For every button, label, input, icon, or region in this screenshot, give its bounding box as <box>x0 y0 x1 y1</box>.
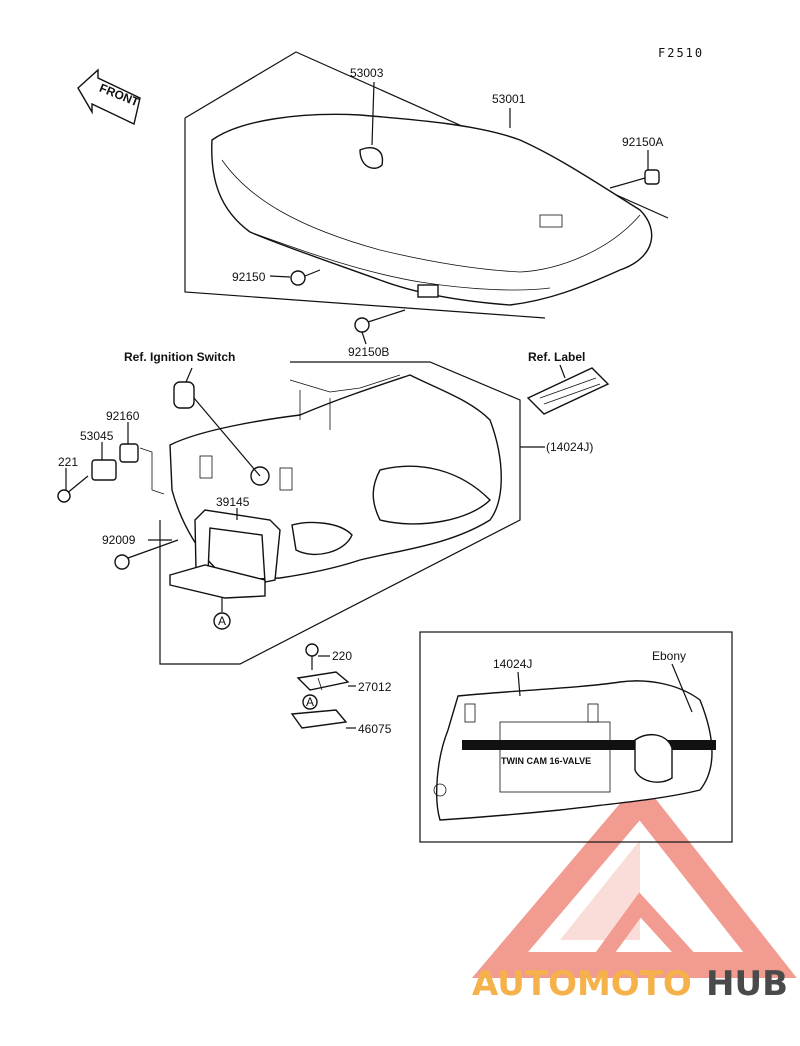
ref-label-decal-icon <box>526 364 610 415</box>
marker-a1-label: A <box>218 614 226 628</box>
inset-cowl-ebony <box>433 680 716 821</box>
bracket-53045-icon <box>91 459 117 481</box>
label-92160: 92160 <box>106 409 140 423</box>
plate-46075-icon <box>290 709 348 729</box>
leader-inset-14024J <box>517 671 521 697</box>
label-27012: 27012 <box>358 680 392 694</box>
ignition-switch-icon <box>173 381 261 477</box>
label-ref-ignition-switch: Ref. Ignition Switch <box>124 350 235 364</box>
bolt-92150-icon <box>290 269 321 286</box>
clip-92160-icon <box>119 443 139 463</box>
plate-27012-icon <box>296 671 350 691</box>
inset-decal-text: TWIN CAM 16-VALVE <box>501 756 591 766</box>
label-inset-ebony: Ebony <box>652 649 686 663</box>
label-53045: 53045 <box>80 429 114 443</box>
bolt-92150B-icon <box>354 309 406 333</box>
inset-box <box>419 631 733 843</box>
label-92009: 92009 <box>102 533 136 547</box>
leader-inset-ebony <box>671 663 693 713</box>
seat-53001 <box>211 113 653 306</box>
label-92150: 92150 <box>232 270 266 284</box>
figure-code: F2510 <box>658 46 704 60</box>
label-39145: 39145 <box>216 495 250 509</box>
cowl-bracket-line <box>159 361 521 665</box>
leader-ref-ignition <box>185 367 193 383</box>
bolt-221-icon <box>57 475 89 503</box>
marker-a2-label: A <box>306 695 314 709</box>
left-bracket-guide <box>139 447 165 495</box>
bolt-92009-icon <box>114 539 179 570</box>
front-arrow-icon <box>77 68 141 126</box>
label-53003: 53003 <box>350 66 384 80</box>
marker-a2-circle <box>302 694 318 710</box>
label-inset-14024J: 14024J <box>493 657 532 671</box>
watermark-logo <box>471 779 797 978</box>
label-220: 220 <box>332 649 352 663</box>
tail-cowl-14024J <box>169 374 502 581</box>
grab-bar-39145 <box>169 509 281 599</box>
label-92150B: 92150B <box>348 345 389 359</box>
watermark-text-primary: AUTOMOTO <box>472 964 692 1004</box>
leader-92150 <box>269 275 291 278</box>
label-92150A: 92150A <box>622 135 663 149</box>
bolt-92150A-icon <box>609 169 660 189</box>
label-53001: 53001 <box>492 92 526 106</box>
seat-bracket-line <box>184 118 546 319</box>
watermark-text-secondary: HUB <box>706 964 788 1004</box>
label-221: 221 <box>58 455 78 469</box>
label-ref-label: Ref. Label <box>528 350 585 364</box>
label-14024J-ref: (14024J) <box>546 440 593 454</box>
marker-a1-circle <box>213 612 231 630</box>
label-46075: 46075 <box>358 722 392 736</box>
screw-220-icon <box>305 643 319 670</box>
leader-92150B <box>361 331 367 345</box>
leader-53003 <box>371 81 375 146</box>
